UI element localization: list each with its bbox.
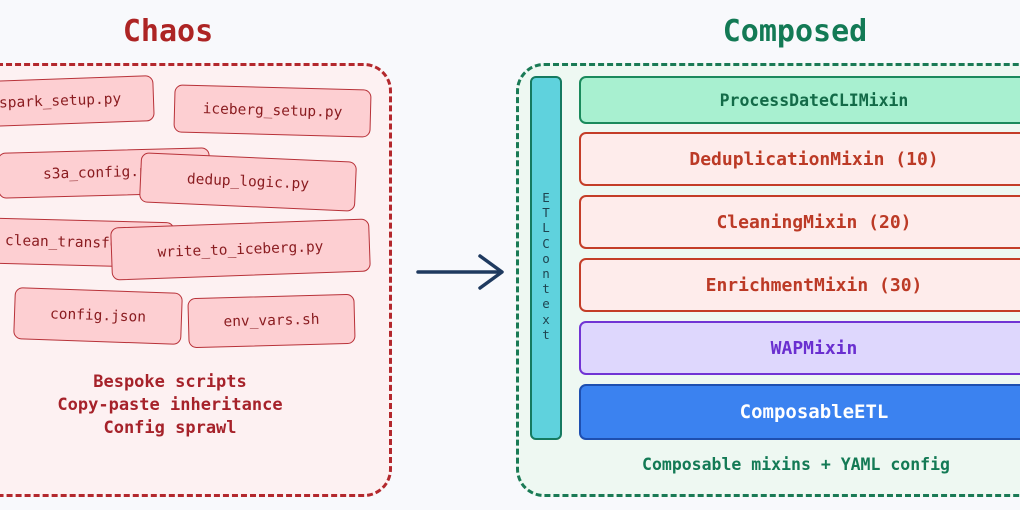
composed-caption: Composable mixins + YAML config <box>642 455 950 474</box>
chaos-caption-2: Copy-paste inheritance <box>57 395 283 415</box>
file-dedup-logic: dedup_logic.py <box>139 152 357 212</box>
composable-etl-base: ComposableETL <box>579 384 1020 440</box>
chaos-caption-1: Bespoke scripts <box>93 372 247 392</box>
deduplication-mixin: DeduplicationMixin (10) <box>579 132 1020 186</box>
file-spark-setup: spark_setup.py <box>0 75 155 127</box>
arrow-right-icon <box>414 250 508 298</box>
chaos-caption-3: Config sprawl <box>103 418 237 438</box>
wap-mixin: WAPMixin <box>579 321 1020 375</box>
file-write-to-iceberg: write_to_iceberg.py <box>110 218 371 281</box>
cleaning-mixin: CleaningMixin (20) <box>579 195 1020 249</box>
composed-title: Composed <box>722 14 868 49</box>
file-iceberg-setup: iceberg_setup.py <box>173 84 372 138</box>
etl-context-bar <box>530 76 562 440</box>
file-config-json: config.json <box>13 287 183 345</box>
file-env-vars: env_vars.sh <box>187 293 356 349</box>
enrichment-mixin: EnrichmentMixin (30) <box>579 258 1020 312</box>
process-date-cli-mixin: ProcessDateCLIMixin <box>579 76 1020 124</box>
chaos-title: Chaos <box>122 14 214 49</box>
